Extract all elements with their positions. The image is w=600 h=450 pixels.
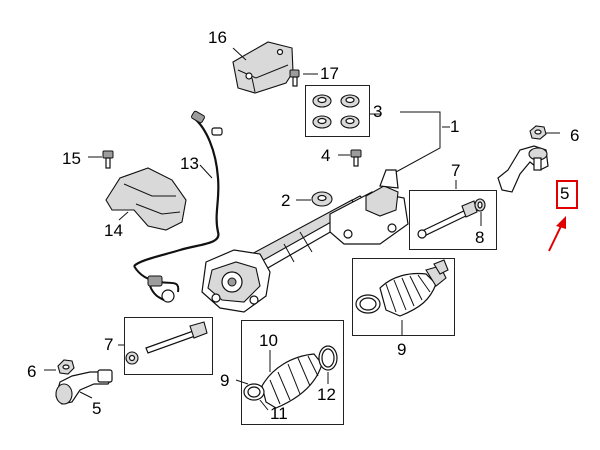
- callout-14: 14: [104, 221, 123, 240]
- red-indicator-arrow: [548, 216, 566, 252]
- part-7-inner-tie-rod-right: [417, 200, 478, 239]
- callout-8: 8: [475, 228, 485, 247]
- callout-16: 16: [208, 28, 227, 47]
- callout-6-left: 6: [27, 362, 37, 381]
- callout-3: 3: [373, 102, 383, 121]
- part-9-boot-kit-right: [355, 259, 449, 317]
- part-16-reservoir-cover: [232, 41, 294, 94]
- callout-11: 11: [270, 404, 288, 423]
- callout-7-right: 7: [451, 161, 461, 180]
- callout-7-left: 7: [104, 335, 114, 354]
- part-7-inner-tie-rod-left: [125, 321, 208, 365]
- part-6-nut-right: [529, 125, 547, 140]
- callout-9-right: 9: [397, 340, 407, 359]
- callout-10: 10: [259, 331, 278, 350]
- callout-15: 15: [62, 149, 81, 168]
- part-9-boot-kit-left: [243, 345, 338, 409]
- callout-6-right: 6: [570, 126, 580, 145]
- callout-13: 13: [180, 154, 199, 173]
- callout-5-right: 5: [560, 184, 570, 203]
- callout-1: 1: [450, 117, 460, 136]
- part-7-group-box-left: [124, 317, 213, 375]
- part-9-group-box-right: [352, 258, 455, 336]
- part-17-bolt: [289, 69, 300, 87]
- part-1-steering-rack: [201, 169, 409, 313]
- part-4-bolt: [350, 149, 362, 167]
- part-13-wiring-harness: [133, 110, 223, 303]
- part-6-nut-left: [57, 359, 75, 375]
- part-5-outer-tie-rod-end-left: [55, 369, 113, 405]
- part-9-12-group-box-left: [241, 320, 344, 425]
- callout-9-left: 9: [220, 371, 230, 390]
- part-7-8-group-box-right: [409, 190, 497, 250]
- part-14-heat-shield: [105, 167, 187, 231]
- callout-5-left: 5: [92, 399, 102, 418]
- part-3-group-box: [305, 85, 370, 137]
- part-8-lock-nut: [474, 198, 486, 212]
- part-15-bolt: [102, 150, 114, 169]
- callout-17: 17: [320, 64, 339, 83]
- leader-lines: [44, 47, 560, 411]
- part-3-mount-bushings: [312, 94, 360, 129]
- part-2-bushing: [311, 191, 333, 207]
- part-5-outer-tie-rod-end-right: [497, 145, 549, 193]
- callout-12: 12: [317, 385, 336, 404]
- callout-2: 2: [281, 191, 291, 210]
- callout-4: 4: [321, 146, 331, 165]
- highlight-box-part-5: [556, 180, 578, 209]
